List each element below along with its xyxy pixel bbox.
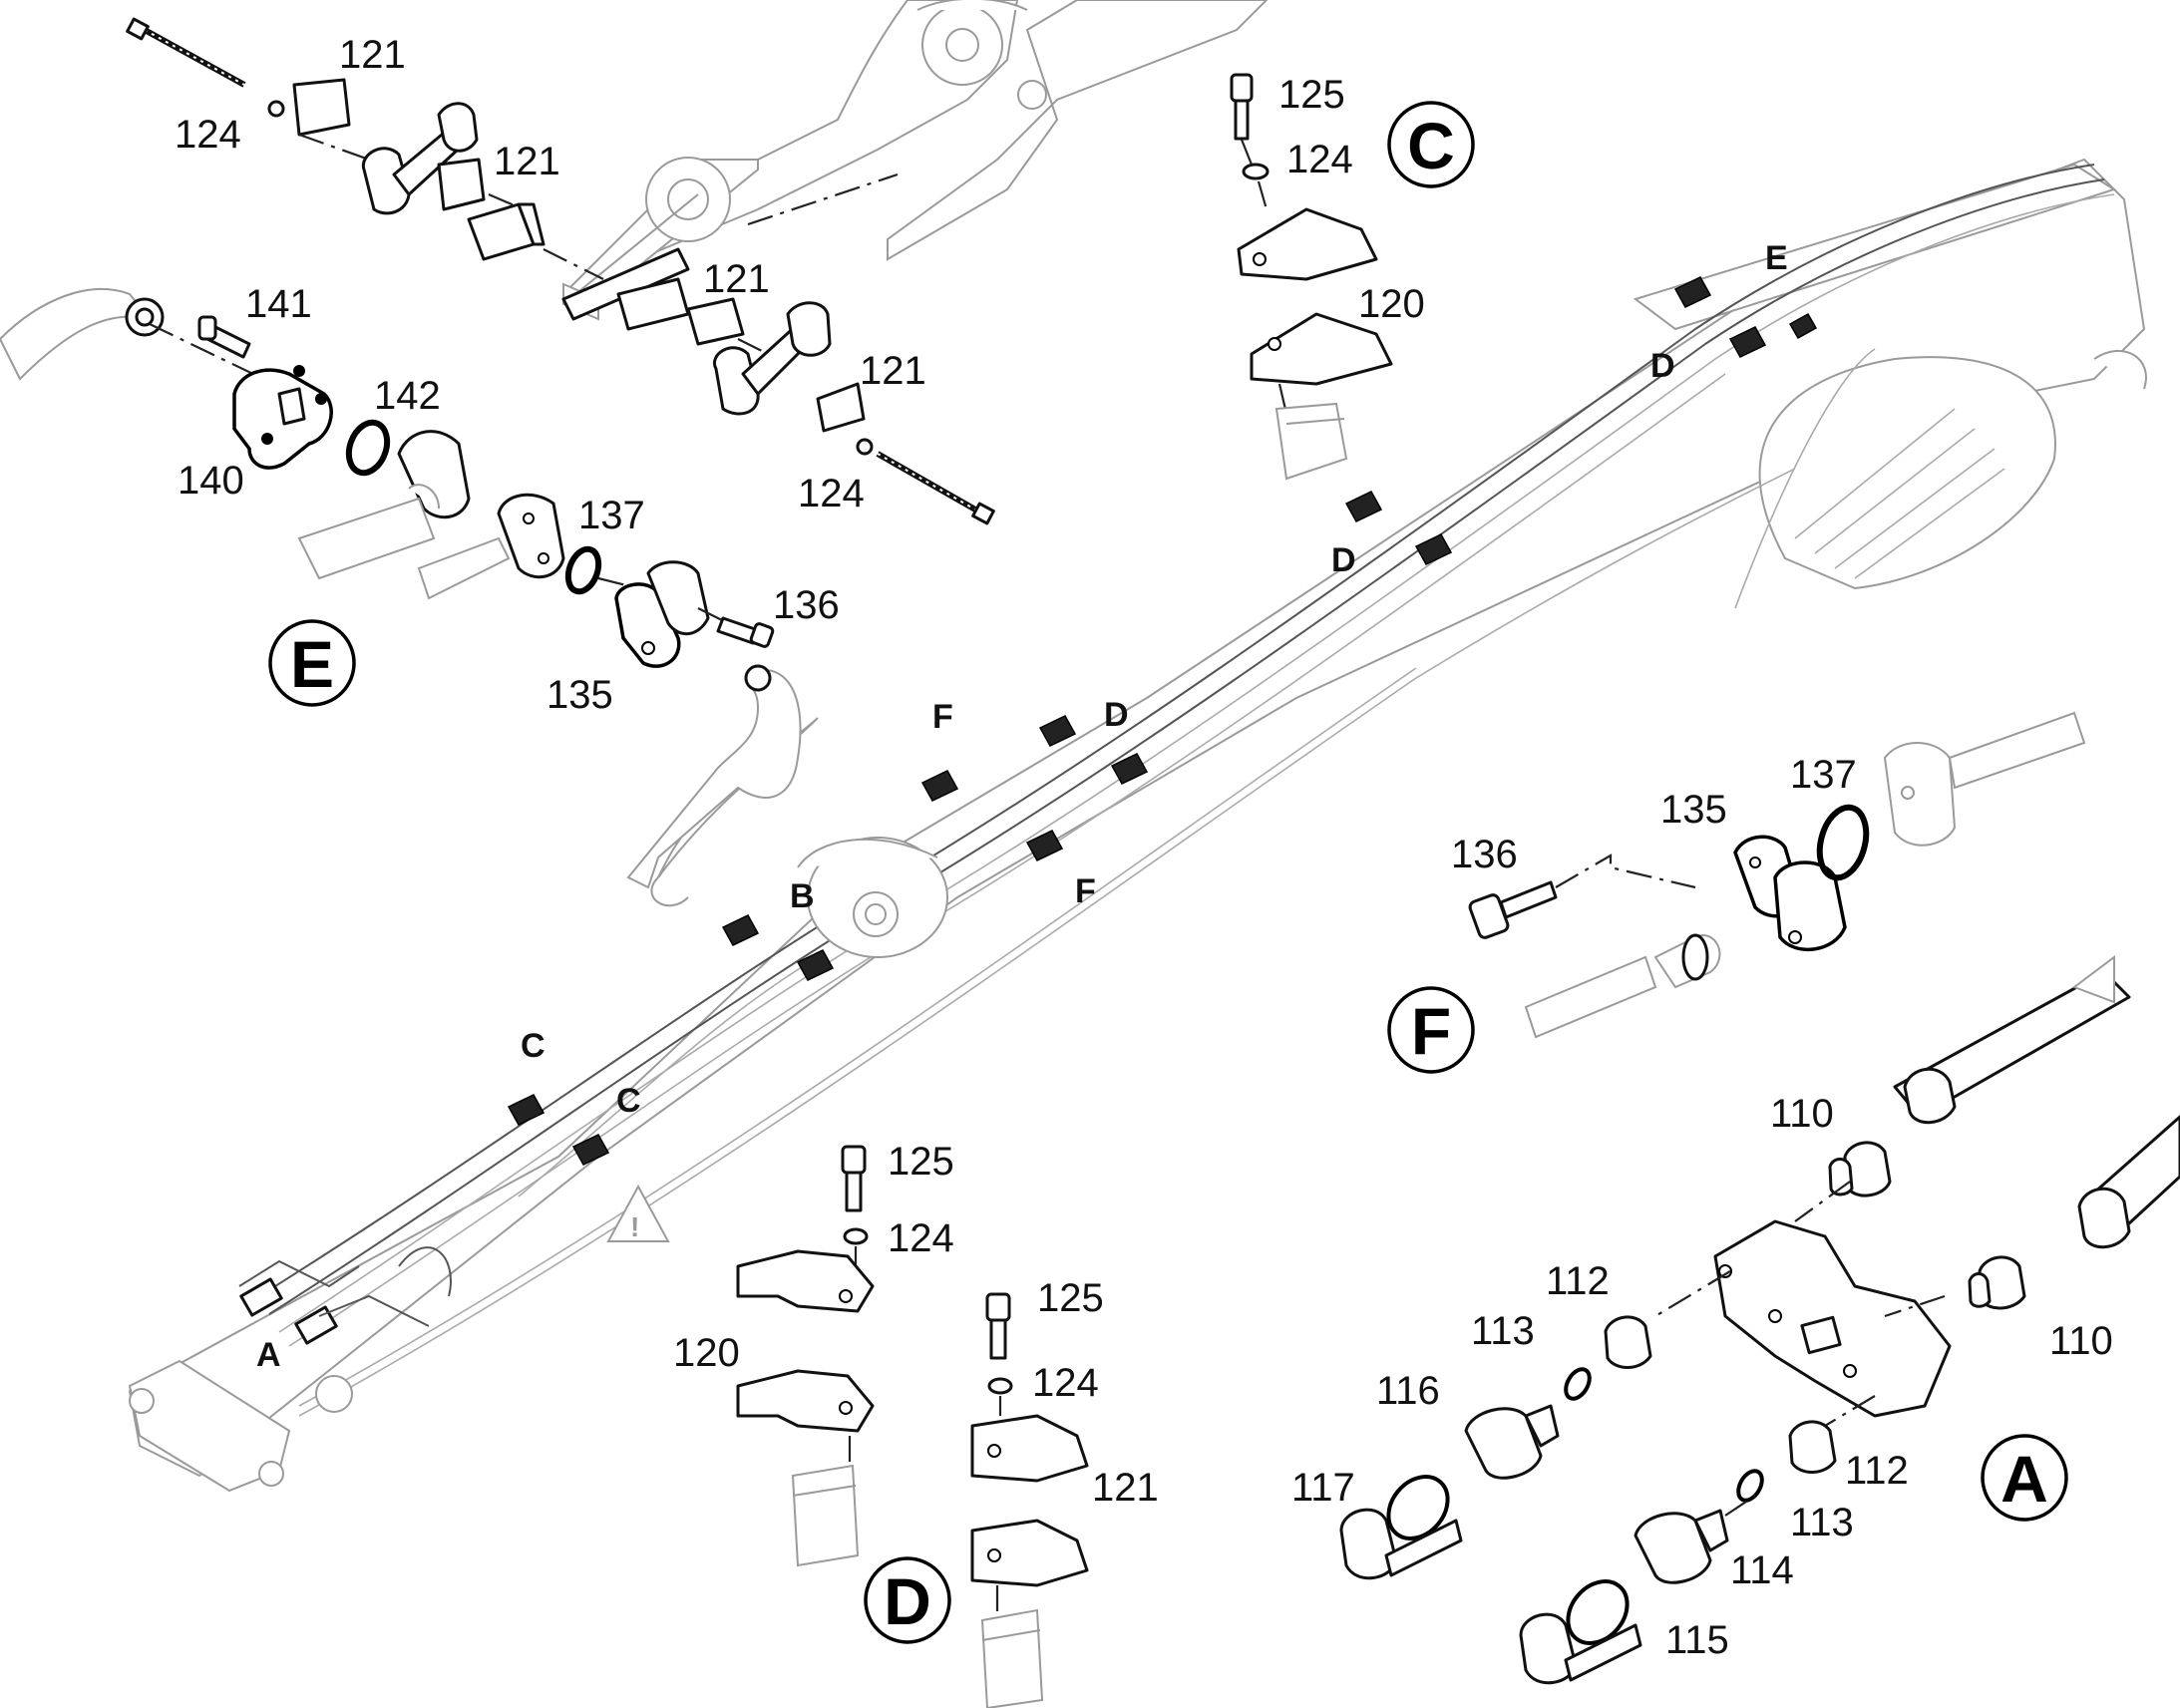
detail-d-badge: D — [864, 1556, 951, 1644]
callout-121: 121 — [494, 140, 560, 183]
top-exploded-clamps — [126, 17, 995, 525]
boom-ref-b: B — [790, 877, 815, 915]
callout-121: 121 — [339, 33, 406, 77]
callout-121: 121 — [860, 349, 926, 393]
clamp-marker-d3 — [1344, 491, 1383, 522]
callout-135: 135 — [1660, 788, 1727, 832]
clamp-marker-b1 — [721, 914, 760, 946]
callout-117: 117 — [1291, 1466, 1355, 1510]
clamp-marker-d1 — [1728, 326, 1767, 358]
callout-115: 115 — [1665, 1618, 1729, 1662]
callout-142: 142 — [374, 374, 441, 418]
callout-124: 124 — [175, 113, 241, 157]
clamp-marker-d2 — [1788, 312, 1818, 340]
callout-124: 124 — [1032, 1361, 1099, 1405]
callout-125: 125 — [888, 1140, 954, 1184]
washer-124-top — [267, 100, 285, 118]
callout-110: 110 — [2049, 1319, 2113, 1363]
callout-114: 114 — [1730, 1548, 1794, 1592]
detail-label-c: C — [1407, 109, 1455, 182]
boom-ref-c: C — [616, 1082, 641, 1120]
boom-ref-d: D — [1650, 347, 1675, 385]
clamp-marker-f1 — [920, 770, 959, 802]
callout-136: 136 — [1451, 833, 1518, 876]
boom-reference-letters: E D D F D B F C C A — [256, 239, 1788, 1374]
callout-112: 112 — [1845, 1449, 1909, 1493]
callout-113: 113 — [1471, 1309, 1535, 1353]
boom-ref-c: C — [521, 1027, 545, 1065]
boom-ref-e: E — [1765, 239, 1788, 277]
callout-110: 110 — [1770, 1092, 1834, 1136]
callout-124: 124 — [798, 472, 865, 515]
clamp-marker-e — [1673, 276, 1712, 308]
callout-125: 125 — [1037, 1276, 1104, 1320]
detail-c-badge: C — [1387, 101, 1475, 188]
callout-125: 125 — [1278, 73, 1345, 117]
detail-e-badge: E — [268, 619, 356, 707]
detail-a-parts — [1339, 955, 2180, 1685]
detail-label-a: A — [2000, 1442, 2048, 1516]
detail-label-f: F — [1411, 994, 1451, 1068]
detail-label-d: D — [884, 1564, 931, 1638]
boom-ref-d: D — [1104, 696, 1129, 734]
long-bolt-top — [126, 17, 246, 88]
callout-136: 136 — [773, 583, 840, 627]
clamp-121-top — [292, 78, 351, 137]
detail-label-e: E — [290, 627, 334, 701]
callout-124: 124 — [1286, 138, 1353, 181]
callout-135: 135 — [546, 673, 613, 717]
boom-ref-f: F — [1075, 872, 1096, 910]
callout-121: 121 — [703, 257, 770, 301]
detail-f-badge: F — [1387, 986, 1475, 1074]
clamp-marker-c2 — [571, 1134, 610, 1166]
callout-140: 140 — [178, 459, 244, 503]
callout-113: 113 — [1790, 1501, 1854, 1544]
callout-137: 137 — [578, 494, 645, 537]
callout-120: 120 — [1358, 282, 1425, 326]
callout-116: 116 — [1376, 1369, 1440, 1413]
callout-124: 124 — [888, 1216, 954, 1260]
clamp-marker-d4 — [1414, 533, 1453, 565]
clamp-marker-d6 — [1110, 753, 1149, 785]
detail-e-parts — [0, 288, 802, 889]
boom-ref-a: A — [256, 1336, 281, 1374]
clamp-marker-c1 — [507, 1094, 545, 1126]
callout-112: 112 — [1546, 1259, 1610, 1303]
arm-clamp-markers — [507, 276, 1818, 1166]
callout-121: 121 — [1092, 1466, 1159, 1510]
clamp-marker-f2 — [1025, 830, 1064, 861]
callout-141: 141 — [245, 282, 312, 326]
bucket-link-background — [562, 0, 1269, 321]
boom-ref-d: D — [1331, 541, 1356, 579]
boom-arm-assembly: ! — [128, 158, 2147, 1493]
boom-ref-f: F — [932, 698, 953, 736]
callout-120: 120 — [673, 1331, 740, 1375]
callout-137: 137 — [1790, 753, 1857, 797]
part-numbers: 121 124 121 121 121 124 141 142 140 137 … — [175, 33, 2113, 1662]
detail-f-parts — [1468, 711, 2086, 1039]
detail-d-parts — [736, 1145, 1089, 1708]
detail-c-parts — [1230, 73, 1393, 481]
svg-text:!: ! — [630, 1211, 639, 1242]
clamp-marker-d5 — [1038, 715, 1077, 747]
clamp-marker-b2 — [796, 949, 835, 981]
detail-a-badge: A — [1981, 1434, 2068, 1522]
